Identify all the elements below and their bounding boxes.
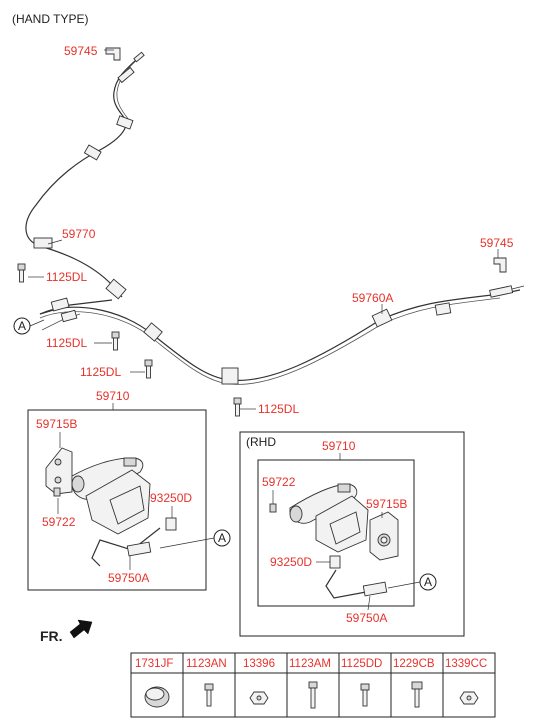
callout-a-leftbox-text: A (218, 531, 226, 545)
bolt-1125DL-b (111, 331, 120, 351)
table-header-2: 1123AN (186, 658, 227, 670)
rhd-label: (RHD (246, 435, 276, 449)
callout-a-left (13, 317, 31, 335)
leader-lines-upper (28, 49, 499, 410)
bolt-icon (411, 681, 423, 708)
table-header-6: 1229CB (393, 658, 435, 670)
table-header-7: 1339CC (445, 658, 487, 670)
table-header-4: 1123AM (289, 658, 331, 670)
diagram-title: (HAND TYPE) (12, 12, 88, 26)
label-59715B-left: 59715B (36, 417, 77, 431)
label-93250D-left: 93250D (150, 491, 192, 505)
table-header-1: 1731JF (135, 658, 173, 670)
label-1125DL-c: 1125DL (80, 365, 121, 379)
nut-icon (459, 691, 479, 705)
label-1125DL-a: 1125DL (46, 270, 87, 284)
bolt-1125DL-c (144, 359, 153, 379)
lever-box-right (257, 459, 415, 607)
hand-lever-left (45, 447, 177, 567)
cable-59760A (39, 285, 525, 385)
bracket-59745-top (105, 47, 121, 61)
bolt-icon (204, 683, 214, 707)
callout-a-rightbox-text: A (424, 575, 432, 589)
cable-59770 (25, 51, 145, 300)
label-59745-right: 59745 (480, 236, 514, 250)
label-59745-top: 59745 (64, 44, 98, 58)
hand-lever-right (269, 483, 399, 599)
table-header-5: 1125DD (341, 658, 382, 670)
plug-cap-icon (144, 686, 170, 708)
lever-box-left (27, 409, 207, 591)
label-59750A-right: 59750A (346, 611, 387, 625)
label-93250D-right: 93250D (270, 555, 312, 569)
rhd-outer-box (239, 431, 465, 637)
label-59750A-left: 59750A (108, 571, 149, 585)
label-1125DL-b: 1125DL (46, 336, 87, 350)
bolt-icon (360, 683, 370, 707)
callout-a-left-text: A (18, 319, 26, 333)
label-59722-left: 59722 (42, 515, 76, 529)
parts-table: 1731JF 1123AN 13396 1123AM 1125DD 1229CB… (130, 652, 496, 718)
label-59715B-right: 59715B (366, 497, 407, 511)
label-59722-right: 59722 (262, 475, 296, 489)
front-arrow-icon (69, 619, 93, 639)
front-direction-label: FR. (40, 628, 63, 644)
label-1125DL-d: 1125DL (258, 402, 299, 416)
label-59760A: 59760A (352, 291, 393, 305)
label-59710-left: 59710 (96, 389, 130, 403)
bolt-1125DL-a (17, 263, 26, 283)
bolt-icon (308, 681, 318, 709)
bracket-59745-right (493, 257, 507, 273)
label-59770: 59770 (62, 227, 96, 241)
nut-icon (249, 691, 269, 705)
table-header-3: 13396 (243, 658, 275, 670)
bolt-1125DL-d (233, 397, 242, 417)
label-59710-right: 59710 (322, 439, 356, 453)
